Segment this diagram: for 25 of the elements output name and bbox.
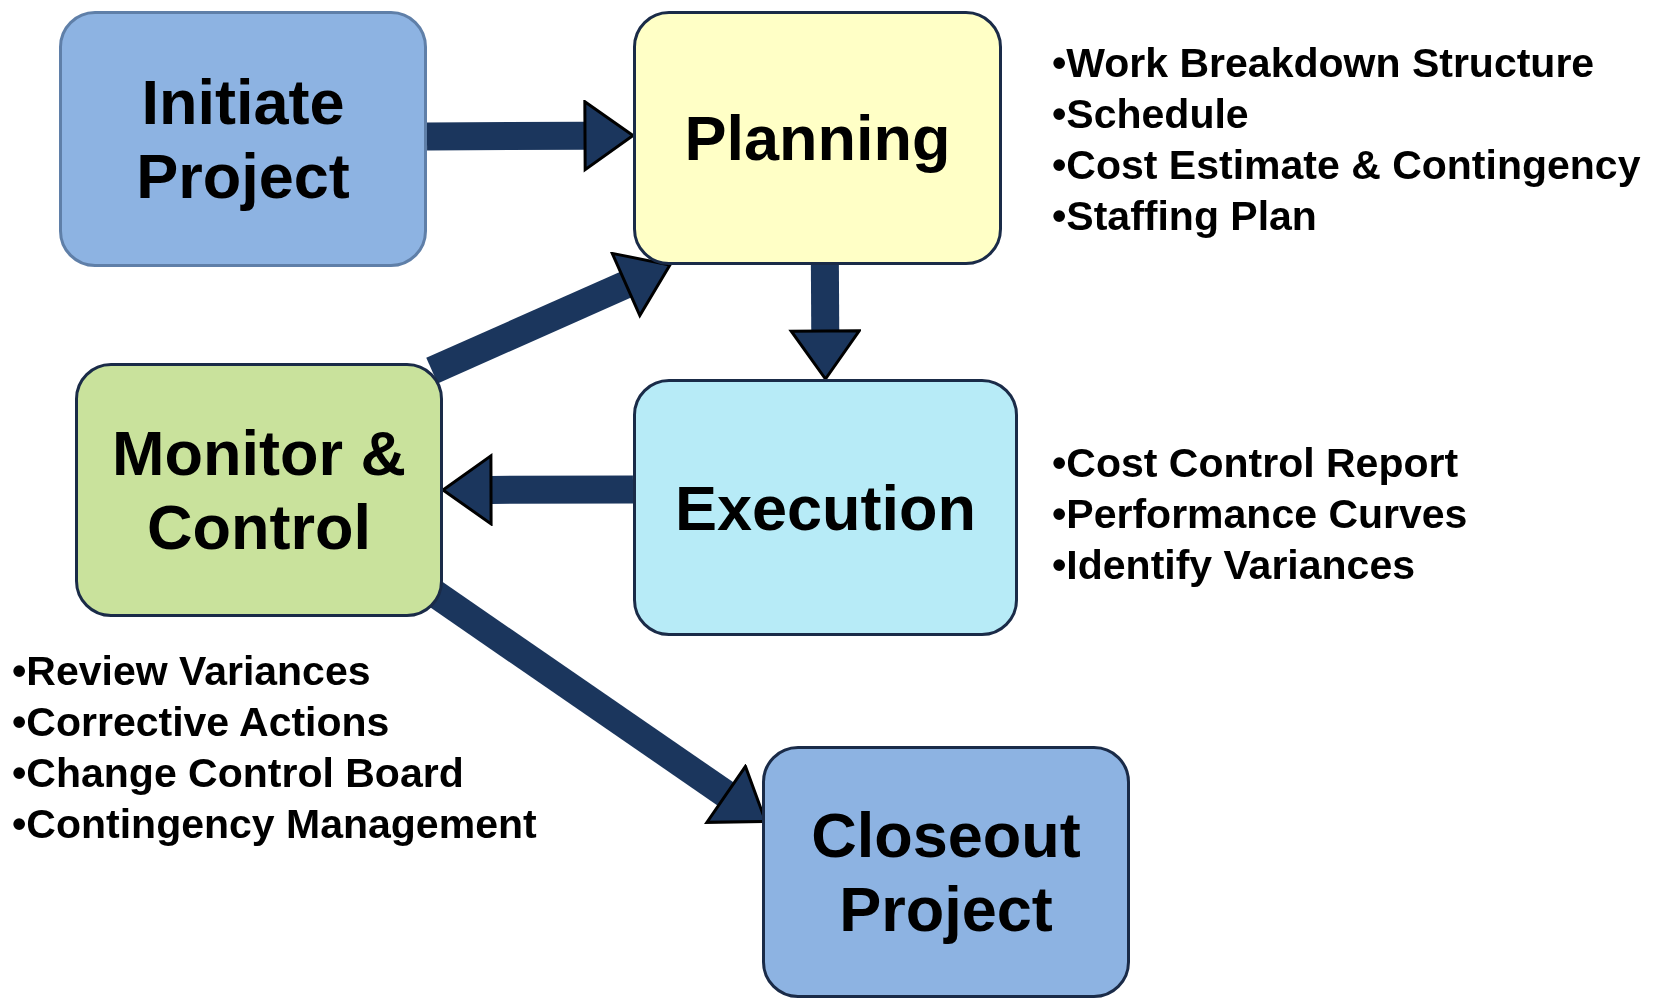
process-box [762, 746, 1130, 998]
box-title: Planning [684, 102, 951, 175]
bullet-item: •Schedule [1052, 90, 1249, 139]
bullet-item: •Contingency Management [12, 800, 537, 849]
bullet-item: •Cost Estimate & Contingency [1052, 141, 1641, 190]
bullet-item: •Corrective Actions [12, 698, 390, 747]
box-title: Initiate Project [135, 66, 351, 213]
bullet-item: •Cost Control Report [1052, 439, 1459, 488]
block-arrow [441, 454, 634, 526]
bullet-item: •Work Breakdown Structure [1052, 39, 1595, 88]
block-arrow [789, 264, 861, 381]
process-box [75, 363, 443, 617]
bullet-item: •Review Variances [12, 647, 371, 696]
process-box [59, 11, 427, 267]
box-title: Monitor & Control [111, 417, 407, 564]
box-title: Execution [674, 471, 977, 545]
bullet-item: •Identify Variances [1052, 541, 1415, 590]
box-title: Closeout Project [810, 799, 1082, 946]
block-arrow [426, 100, 635, 172]
bullet-item: •Staffing Plan [1052, 192, 1317, 241]
block-arrow [426, 251, 672, 384]
process-box [633, 379, 1018, 636]
bullet-item: •Performance Curves [1052, 490, 1468, 539]
process-box [633, 11, 1002, 265]
bullet-item: •Change Control Board [12, 749, 464, 798]
